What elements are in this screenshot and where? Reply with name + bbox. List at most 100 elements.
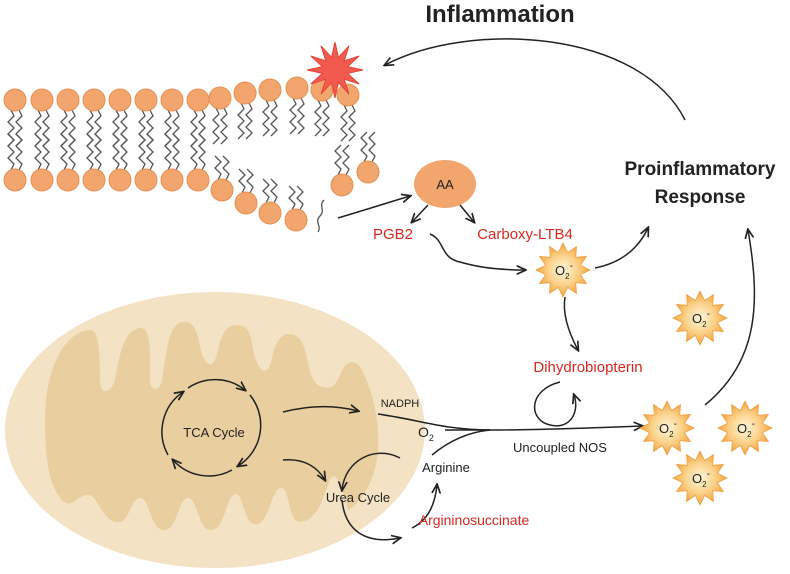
lipid-tail: [222, 155, 230, 181]
nadph-label: NADPH: [381, 398, 420, 410]
lipid-tail: [68, 133, 76, 171]
lipid-tail: [368, 131, 376, 163]
lipid-head: [56, 88, 80, 112]
lipid-head: [258, 78, 282, 102]
lipid-tail: [340, 104, 348, 142]
arrow-tca-to-nadph: [282, 407, 358, 412]
carboxy-ltb4-label: Carboxy-LTB4: [477, 226, 573, 243]
arrow-superoxide-to-dihydro: [563, 296, 578, 350]
oxygen-label: O2: [418, 424, 434, 443]
lipid-head: [186, 88, 210, 112]
lipid-tail: [190, 133, 198, 171]
dihydrobiopterin-label: Dihydrobiopterin: [533, 359, 642, 376]
lipid-tail: [238, 168, 246, 194]
lipid-tail: [60, 133, 68, 171]
lipid-head: [356, 160, 380, 184]
superoxide-group: O2- O2- O2- O2- O2-: [535, 242, 773, 506]
arrow-superoxide-to-response: [594, 228, 648, 269]
superoxide-label: O2-: [692, 469, 710, 489]
lipid-head: [160, 88, 184, 112]
lipid-tail: [314, 99, 322, 137]
lipid-head: [134, 88, 158, 112]
lipid-tail: [212, 107, 220, 145]
lipid-tail: [322, 99, 330, 137]
inflammation-burst-icon: [306, 41, 364, 99]
argininosuccinate-label: Argininosuccinate: [419, 512, 530, 528]
lipid-head: [82, 88, 106, 112]
lipid-head: [134, 168, 158, 192]
title-inflammation: Inflammation: [425, 1, 574, 28]
lipid-tail: [42, 133, 50, 171]
superoxide-top-icon: O2-: [535, 242, 591, 298]
arrow-aa-to-carboxy: [459, 204, 474, 222]
lipid-tail: [270, 178, 278, 204]
superoxide-right-upper-icon: O2-: [672, 290, 728, 346]
response-label-line1: Proinflammatory: [625, 159, 776, 180]
lipid-head: [258, 201, 282, 225]
lipid-tail: [164, 133, 172, 171]
lipid-tail: [342, 144, 350, 176]
lipid-head: [108, 168, 132, 192]
arrow-aa-to-pgb2: [412, 204, 429, 222]
lipid-tail: [360, 131, 368, 163]
lipid-tail: [262, 178, 270, 204]
lipid-head: [336, 83, 360, 107]
aa-label: AA: [436, 177, 454, 192]
arrow-superoxide-cluster-to-response: [704, 230, 756, 406]
lipid-head: [210, 178, 234, 202]
lipid-tail: [172, 133, 180, 171]
lipid-head: [284, 208, 308, 232]
lipid-tail: [348, 104, 356, 142]
lipid-tail: [288, 185, 296, 211]
lipid-bilayer: [3, 76, 380, 233]
lipid-tail: [146, 133, 154, 171]
lipid-head: [3, 168, 27, 192]
lipid-tail: [262, 99, 270, 137]
lipid-tail: [120, 133, 128, 171]
lipid-tail: [138, 133, 146, 171]
lipid-tail: [246, 168, 254, 194]
urea-cycle-label: Urea Cycle: [326, 490, 390, 505]
urea-cycle: [342, 452, 437, 539]
lipid-tail: [7, 133, 15, 171]
arrow-response-to-burst: [385, 38, 686, 121]
aa-node: [414, 160, 476, 208]
arrow-lipid-to-aa: [337, 196, 410, 219]
lipid-tail: [198, 133, 206, 171]
lipid-tail: [297, 97, 305, 135]
response-label-line2: Response: [655, 187, 746, 208]
lipid-head: [82, 168, 106, 192]
lipid-head: [233, 81, 257, 105]
lipid-head: [285, 76, 309, 100]
lipid-tail: [220, 107, 228, 145]
lipid-head: [3, 88, 27, 112]
arrow-pgb2-to-superoxide: [429, 233, 525, 270]
pgb2-label: PGB2: [373, 226, 413, 243]
tca-cycle: [161, 378, 262, 477]
lipid-tail: [245, 102, 253, 140]
superoxide-right-cluster-icon: O2-: [717, 400, 773, 456]
lipid-tail: [289, 97, 297, 135]
superoxide-label: O2-: [555, 261, 573, 281]
lipid-tail: [214, 155, 222, 181]
lipid-head: [160, 168, 184, 192]
lipid-head: [208, 86, 232, 110]
mitochondrion: [5, 292, 425, 568]
lipid-head: [108, 88, 132, 112]
arginine-label: Arginine: [422, 460, 470, 475]
lipid-tail: [112, 133, 120, 171]
tca-cycle-label: TCA Cycle: [183, 425, 244, 440]
lipid-tail: [86, 133, 94, 171]
superoxide-bottom-cluster-icon: O2-: [672, 450, 728, 506]
superoxide-nos-output-icon: O2-: [639, 400, 695, 456]
lipid-head: [30, 88, 54, 112]
lipid-head: [186, 168, 210, 192]
lipid-tail: [270, 99, 278, 137]
lipid-tail: [334, 144, 342, 176]
lipid-tail: [237, 102, 245, 140]
lipid-tail: [296, 185, 304, 211]
arrow-tca-to-urea: [282, 459, 325, 480]
lipid-tail: [34, 133, 42, 171]
arrow-dihydro-loop: [534, 381, 576, 427]
